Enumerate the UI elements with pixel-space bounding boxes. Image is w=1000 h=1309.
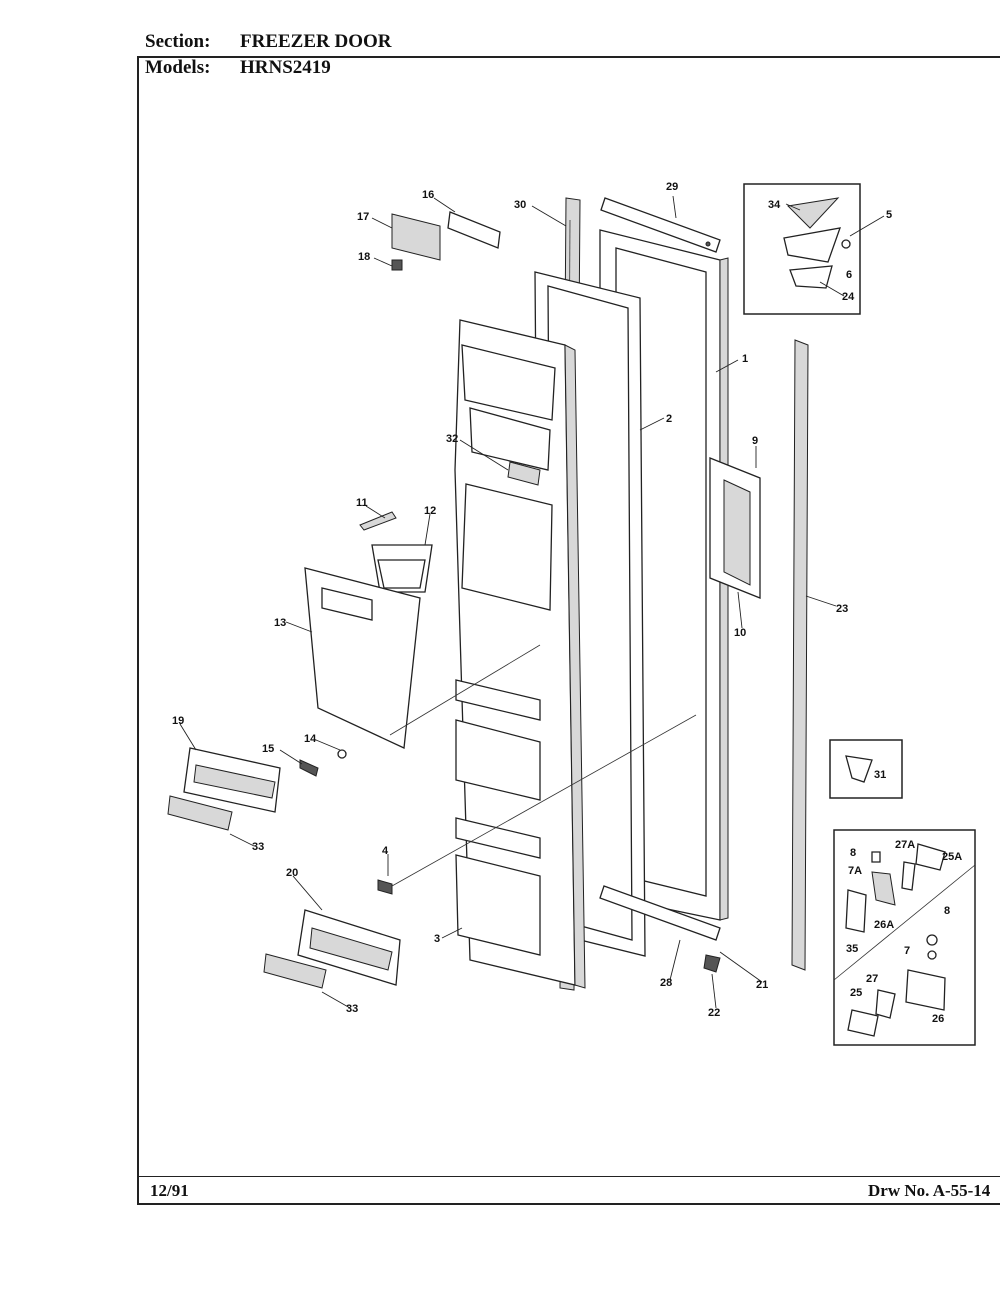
callout-26a: 26A — [874, 919, 894, 931]
part-14-15-screws — [299, 749, 347, 777]
part-28-bottom-bar — [599, 885, 721, 941]
drawing-frame — [137, 56, 1000, 1205]
callout-25: 25 — [850, 987, 862, 999]
section-title: FREEZER DOOR — [240, 31, 392, 52]
part-13-dispenser-shell — [304, 567, 421, 749]
part-11-flapper — [359, 511, 397, 531]
callout-7a: 7A — [848, 865, 862, 877]
callout-11: 11 — [356, 497, 368, 509]
callout-19: 19 — [172, 715, 184, 727]
part-22-shim — [703, 954, 721, 973]
drawing-date: 12/91 — [150, 1181, 189, 1200]
callout-31: 31 — [874, 769, 886, 781]
callout-26: 26 — [932, 1013, 944, 1025]
callout-14: 14 — [304, 733, 317, 745]
callout-28: 28 — [660, 977, 672, 989]
part-29-top-bar — [600, 197, 721, 253]
callout-13: 13 — [274, 617, 286, 629]
part-19-trim — [183, 747, 281, 813]
part-33-label-upper — [167, 795, 233, 831]
callout-5: 5 — [886, 209, 892, 221]
callout-34: 34 — [768, 199, 781, 211]
section-label: Section: — [145, 31, 211, 52]
callout-9: 9 — [752, 435, 758, 447]
drawing-number: Drw No. A-55-14 — [868, 1181, 991, 1200]
models-label: Models: — [145, 57, 211, 78]
callout-30: 30 — [514, 199, 526, 211]
callout-3: 3 — [434, 933, 440, 945]
part-12-chute — [371, 544, 433, 593]
callout-2: 2 — [666, 413, 672, 425]
callout-8-lower: 8 — [944, 905, 950, 917]
assembly-guide-lines — [389, 644, 697, 887]
callout-15: 15 — [262, 743, 274, 755]
callout-16: 16 — [422, 189, 434, 201]
callout-35: 35 — [846, 943, 858, 955]
part-9-inner-panel — [709, 457, 761, 599]
callout-24: 24 — [842, 291, 855, 303]
part-4-screw — [377, 879, 393, 895]
inset-bottom-hinge — [833, 829, 976, 1046]
part-33-label-lower — [263, 953, 327, 989]
callout-27a: 27A — [895, 839, 915, 851]
callout-29: 29 — [666, 181, 678, 193]
callout-23: 23 — [836, 603, 848, 615]
callout-32: 32 — [446, 433, 458, 445]
callout-4: 4 — [382, 845, 389, 857]
callout-21: 21 — [756, 979, 768, 991]
inset-part-31 — [829, 739, 903, 799]
part-3-door-liner — [454, 319, 586, 989]
callout-10: 10 — [734, 627, 746, 639]
part-23-right-strip — [791, 339, 809, 971]
part-16-17-18-latch — [391, 211, 501, 271]
callout-18: 18 — [358, 251, 370, 263]
callout-22: 22 — [708, 1007, 720, 1019]
callout-8-upper: 8 — [850, 847, 856, 859]
callout-27: 27 — [866, 973, 878, 985]
callout-leaders — [179, 195, 885, 1009]
callout-6: 6 — [846, 269, 852, 281]
callout-7: 7 — [904, 945, 910, 957]
callout-labels: 29 30 16 17 18 1 2 32 9 10 23 11 12 13 1… — [172, 181, 962, 1025]
callout-1: 1 — [742, 353, 748, 365]
callout-33-upper: 33 — [252, 841, 264, 853]
callout-25a: 25A — [942, 851, 962, 863]
part-20-trim — [297, 909, 401, 986]
callout-20: 20 — [286, 867, 298, 879]
callout-33-lower: 33 — [346, 1003, 358, 1015]
callout-12: 12 — [424, 505, 436, 517]
model-number: HRNS2419 — [240, 57, 331, 78]
footer-rule — [137, 1176, 1000, 1177]
callout-17: 17 — [357, 211, 369, 223]
inset-top-hinge — [743, 183, 861, 315]
